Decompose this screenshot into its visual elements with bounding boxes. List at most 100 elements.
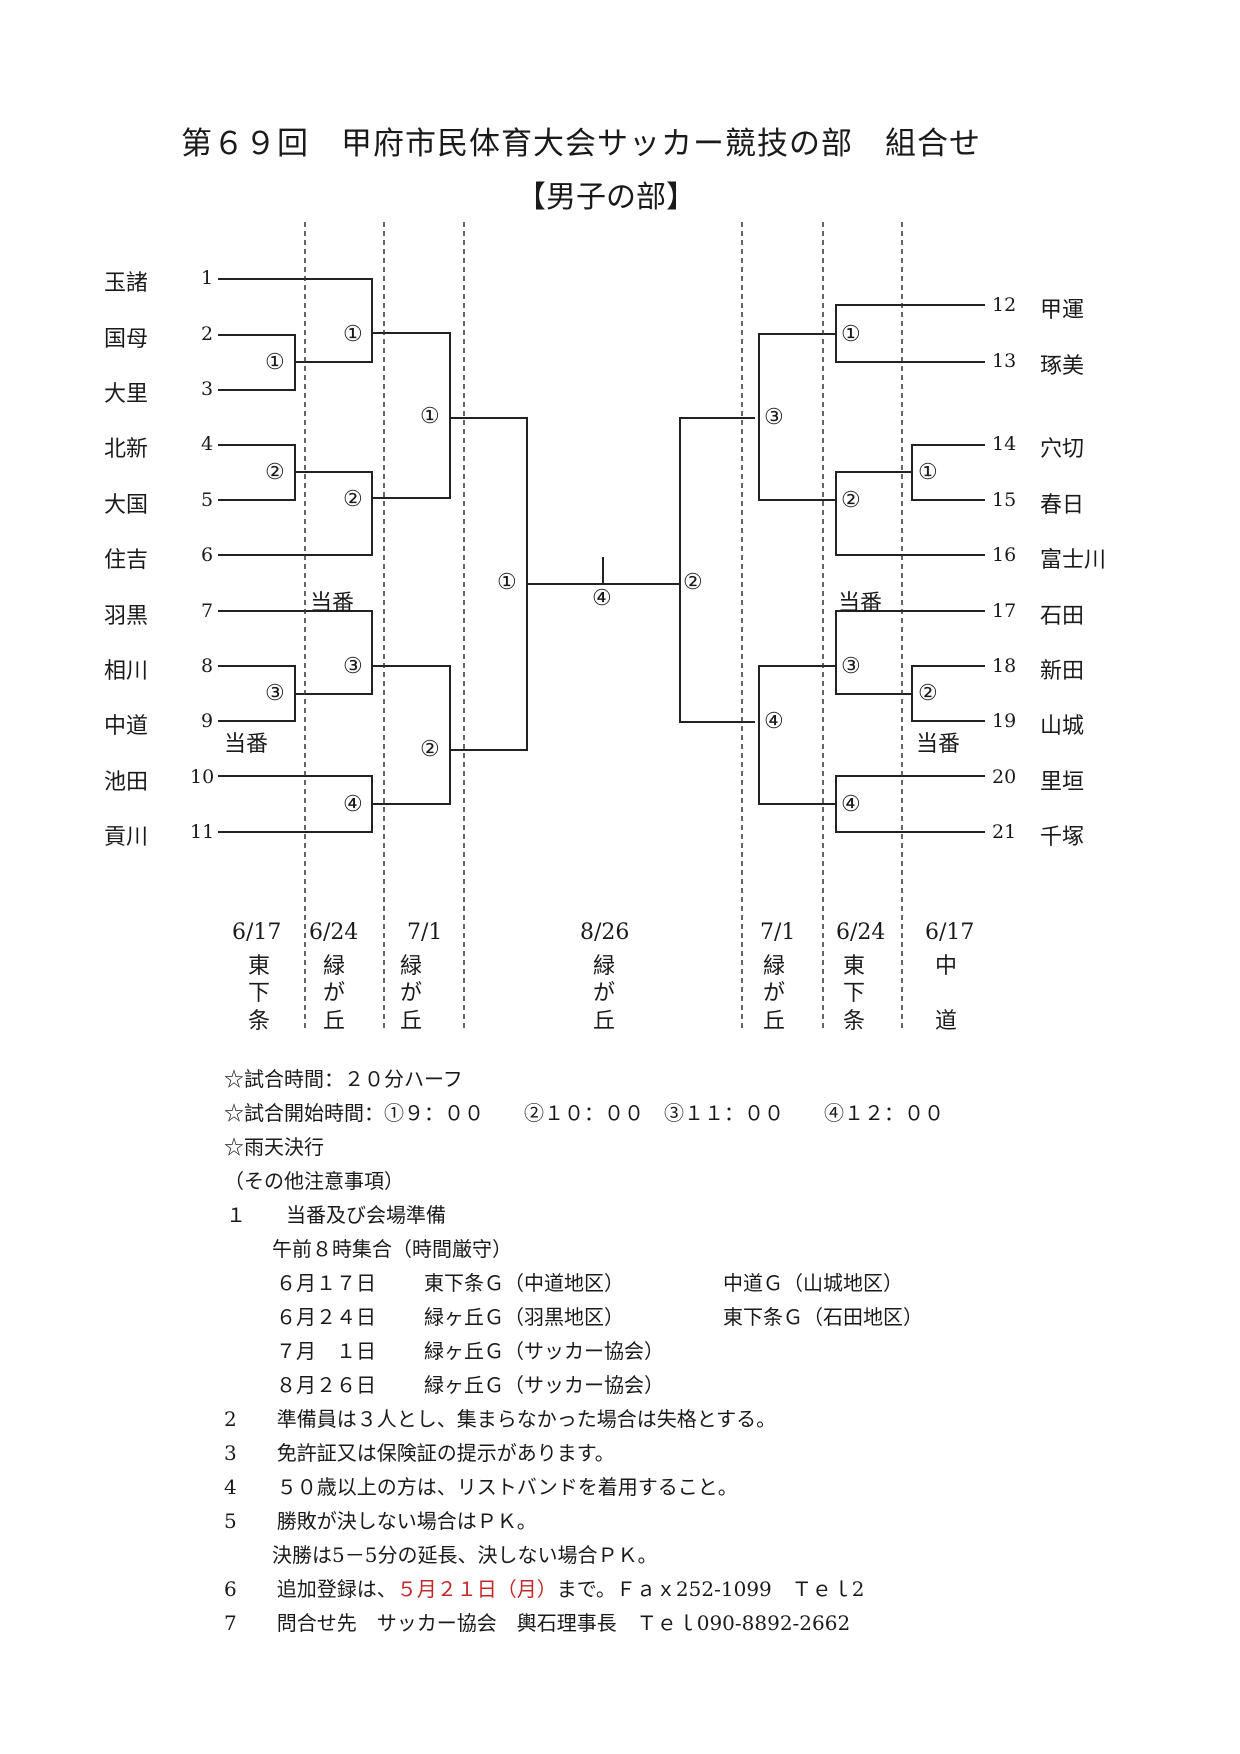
match-mark: ② [683, 570, 703, 595]
note-item-1-sub: 午前８時集合（時間厳守） [272, 1237, 512, 1261]
right-team-name: 富士川 [1040, 548, 1107, 573]
schedule-venue-char: 緑 [323, 954, 346, 979]
note-item-6-post: まで。Ｆａｘ252-1099 Ｔｅｌ2 [556, 1577, 865, 1601]
note-item-6-deadline: ５月２１日（月） [396, 1577, 557, 1601]
note-match-time: ☆試合時間：２０分ハーフ [224, 1067, 463, 1091]
schedule-date: 6/17 [232, 920, 282, 945]
duty-row-date: ８月２６日 [276, 1373, 376, 1397]
match-mark: ④ [592, 586, 612, 611]
schedule-venue-char: 中 [935, 954, 958, 979]
right-team-seed: 17 [992, 600, 1017, 622]
right-semi-bracket [679, 417, 755, 723]
left-team-name: 羽黒 [104, 604, 149, 629]
schedule-venue-char: 丘 [763, 1009, 786, 1034]
left-team-seed: 1 [201, 267, 214, 289]
left-team-name: 池田 [104, 770, 149, 795]
schedule-date: 8/26 [580, 920, 630, 945]
right-team-seed: 21 [992, 821, 1017, 843]
left-team-seed: 2 [201, 323, 214, 345]
schedule-venue-char: 緑 [763, 954, 786, 979]
left-r3-bracket-1 [372, 332, 451, 499]
match-mark: ④ [343, 792, 363, 817]
duty-row-venue: 緑ヶ丘Ｇ（サッカー協会） [424, 1373, 664, 1397]
schedule-venue-char: 丘 [593, 1009, 616, 1034]
schedule-venue-char: が [763, 981, 786, 1006]
match-mark: ④ [841, 792, 861, 817]
note-item-6: 6 追加登録は、５月２１日（月）まで。Ｆａｘ252-1099 Ｔｅｌ2 [224, 1573, 865, 1602]
match-mark: ② [841, 488, 861, 513]
match-mark: ④ [764, 709, 784, 734]
duty-row-venue2: 中道Ｇ（山城地区） [723, 1271, 903, 1295]
note-item-5-sub: 決勝は5－5分の延長、決しない場合ＰＫ。 [272, 1543, 658, 1567]
match-mark: ③ [343, 654, 363, 679]
left-r2-bracket-1 [218, 278, 373, 363]
date-dividers [304, 222, 903, 1032]
schedule-venue-char: 条 [843, 1009, 866, 1034]
schedule-venue-char: 東 [248, 954, 271, 979]
duty-row-date: ７月 １日 [276, 1339, 376, 1363]
right-r2-bracket-2 [835, 471, 985, 556]
schedule-venue-char: 緑 [400, 954, 423, 979]
right-team-seed: 16 [992, 544, 1017, 566]
match-mark: ③ [265, 681, 285, 706]
note-item-1: １ 当番及び会場準備 [226, 1203, 446, 1227]
left-team-name: 北新 [104, 437, 149, 462]
left-team-seed: 11 [190, 821, 215, 843]
schedule-date: 6/24 [309, 920, 359, 945]
duty-row-venue: 緑ヶ丘Ｇ（サッカー協会） [424, 1339, 664, 1363]
match-mark: ① [343, 322, 363, 347]
schedule-venue-char: 緑 [593, 954, 616, 979]
match-mark: ② [265, 460, 285, 485]
schedule-venue-char: 丘 [400, 1009, 423, 1034]
right-r2-bracket-4 [835, 775, 985, 833]
schedule-date: 7/1 [760, 920, 796, 945]
note-item-4: 4 ５０歳以上の方は、リストバンドを着用すること。 [224, 1475, 738, 1499]
schedule-venue-char: 条 [248, 1009, 271, 1034]
left-r3-bracket-2 [372, 665, 451, 805]
right-team-seed: 14 [992, 433, 1017, 455]
left-team-seed: 5 [201, 489, 214, 511]
note-item-2: 2 準備員は３人とし、集まらなかった場合は失格とする。 [224, 1407, 777, 1431]
left-team-name: 玉諸 [104, 271, 149, 296]
right-team-name: 穴切 [1040, 437, 1085, 462]
left-team-name: 相川 [104, 659, 149, 684]
schedule-date: 6/17 [925, 920, 975, 945]
match-mark: ① [497, 570, 517, 595]
match-mark: ② [420, 737, 440, 762]
duty-label: 当番 [916, 732, 961, 757]
match-mark: ② [918, 681, 938, 706]
right-r1-bracket-1 [911, 444, 985, 501]
right-team-seed: 15 [992, 489, 1017, 511]
match-mark: ① [841, 322, 861, 347]
schedule-venue-char: 東 [843, 954, 866, 979]
duty-row-venue: 緑ヶ丘Ｇ（羽黒地区） [424, 1305, 624, 1329]
note-rain: ☆雨天決行 [224, 1135, 324, 1159]
left-team-name: 住吉 [104, 548, 149, 573]
page-title: 第６９回 甲府市民体育大会サッカー競技の部 組合せ [181, 126, 981, 162]
schedule-venue-char: が [323, 981, 346, 1006]
left-team-name: 大国 [104, 493, 149, 518]
schedule-date: 6/24 [836, 920, 886, 945]
right-team-name: 春日 [1040, 493, 1085, 518]
bracket-lines [218, 278, 985, 833]
schedule-venue-char: が [593, 981, 616, 1006]
right-team-name: 甲運 [1040, 298, 1085, 323]
left-team-seed: 4 [201, 433, 214, 455]
schedule-venue-char: が [400, 981, 423, 1006]
note-item-6-pre: 6 追加登録は、 [224, 1577, 397, 1601]
duty-row-venue: 東下条Ｇ（中道地区） [424, 1271, 624, 1295]
left-team-seed: 8 [201, 655, 214, 677]
duty-label: 当番 [310, 591, 355, 616]
left-team-name: 大里 [104, 382, 149, 407]
left-team-seed: 3 [201, 378, 214, 400]
match-mark: ③ [764, 405, 784, 430]
right-team-name: 里垣 [1040, 770, 1085, 795]
note-item-7: 7 問合せ先 サッカー協会 輿石理事長 Ｔｅｌ090-8892-2662 [224, 1611, 851, 1635]
match-mark: ① [918, 460, 938, 485]
note-item-3: 3 免許証又は保険証の提示があります。 [224, 1441, 615, 1465]
match-mark: ① [420, 404, 440, 429]
left-team-seed: 10 [190, 766, 215, 788]
note-item-5: 5 勝敗が決しない場合はＰＫ。 [224, 1509, 537, 1533]
left-team-seed: 6 [201, 544, 214, 566]
note-start-time: ☆試合開始時間：①９：００ ②１０：００ ③１１：００ ④１２：００ [224, 1101, 944, 1125]
